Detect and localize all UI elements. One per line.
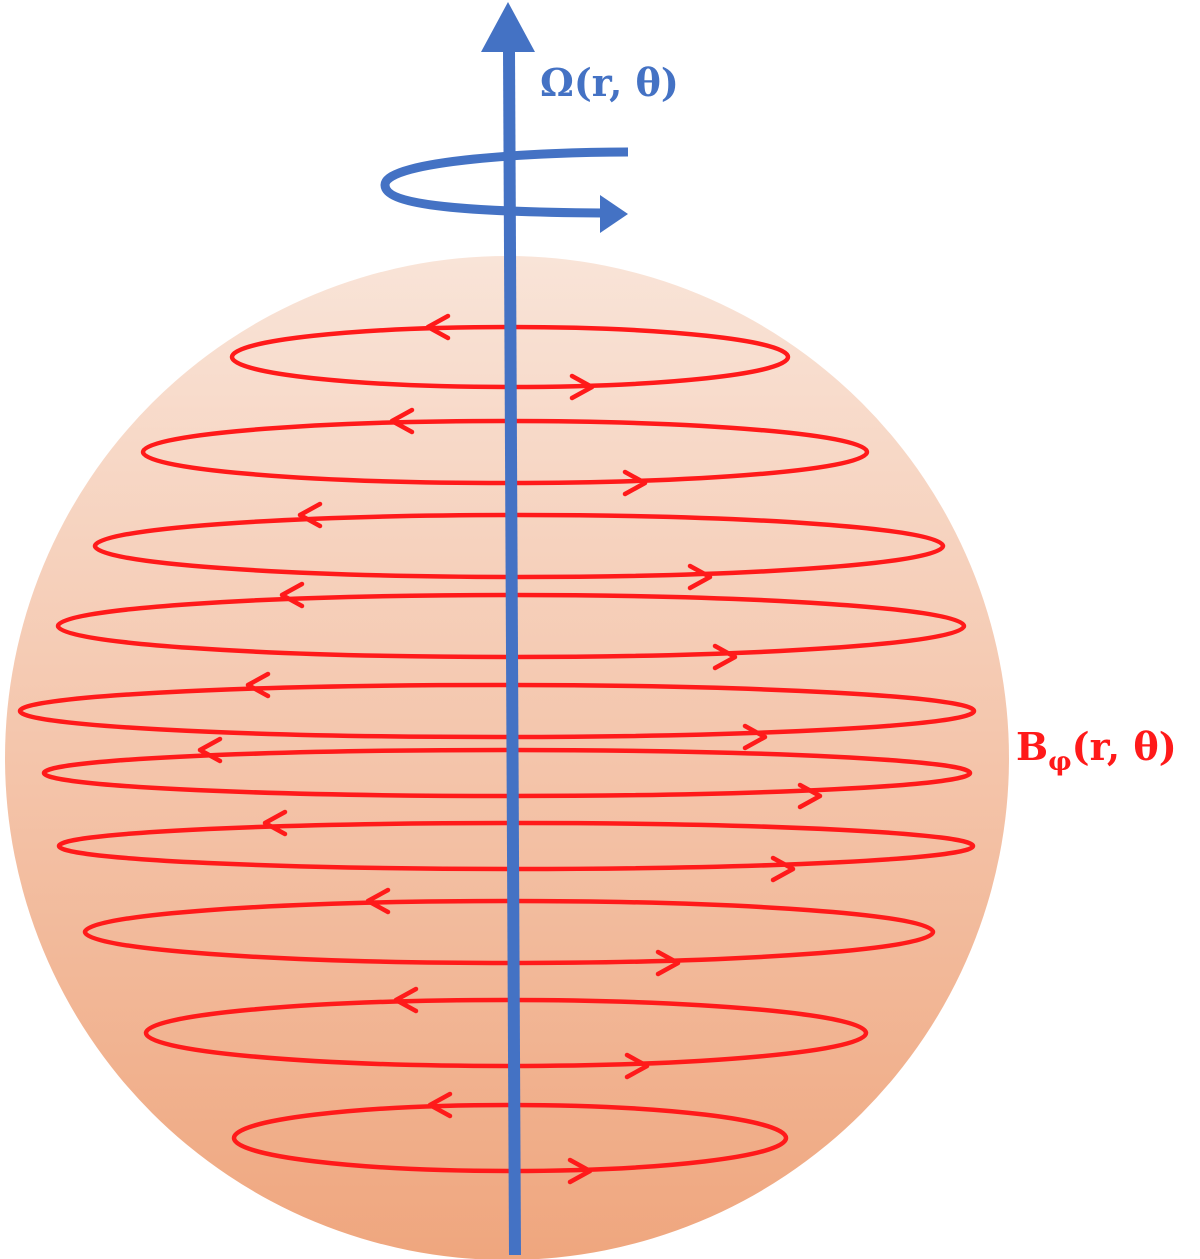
field-direction-arrow-left	[365, 887, 391, 915]
field-direction-arrow-left	[297, 501, 323, 529]
field-direction-arrow-right	[687, 563, 713, 591]
bfield-subscript: φ	[1048, 747, 1072, 777]
bfield-args: (r, θ)	[1072, 724, 1177, 769]
field-direction-arrow-right	[770, 855, 796, 883]
bfield-symbol: B	[1016, 724, 1048, 769]
field-loop	[143, 997, 869, 1069]
omega-symbol: Ω	[540, 60, 574, 105]
field-direction-arrow-left	[279, 581, 305, 609]
field-direction-arrow-left	[245, 671, 271, 699]
field-direction-arrow-right	[797, 782, 823, 810]
field-direction-arrow-left	[427, 1091, 453, 1119]
field-direction-arrow-right	[622, 469, 648, 497]
field-direction-arrow-right	[712, 643, 738, 671]
field-direction-arrow-left	[197, 736, 223, 764]
field-loop	[92, 512, 946, 580]
rotation-sense-arrow	[380, 147, 629, 233]
field-loop	[17, 682, 977, 740]
field-direction-arrow-right	[655, 949, 681, 977]
field-direction-arrow-left	[425, 313, 451, 341]
field-direction-arrow-right	[567, 1157, 593, 1185]
rotation-curl-arrowhead	[600, 195, 628, 233]
field-direction-arrow-left	[393, 986, 419, 1014]
omega-args: (r, θ)	[574, 60, 679, 105]
field-direction-arrow-right	[624, 1052, 650, 1080]
rotation-axis	[481, 2, 535, 1256]
rotation-axis-arrowhead	[481, 2, 535, 52]
field-direction-arrow-right	[569, 373, 595, 401]
field-direction-arrow-right	[742, 723, 768, 751]
omega-label: Ω(r, θ)	[540, 60, 679, 105]
bfield-label: Bφ(r, θ)	[1016, 724, 1177, 777]
rotation-axis-shaft	[503, 49, 521, 1256]
field-direction-arrow-left	[389, 407, 415, 435]
field-direction-arrow-left	[262, 809, 288, 837]
rotation-curl	[380, 147, 629, 218]
